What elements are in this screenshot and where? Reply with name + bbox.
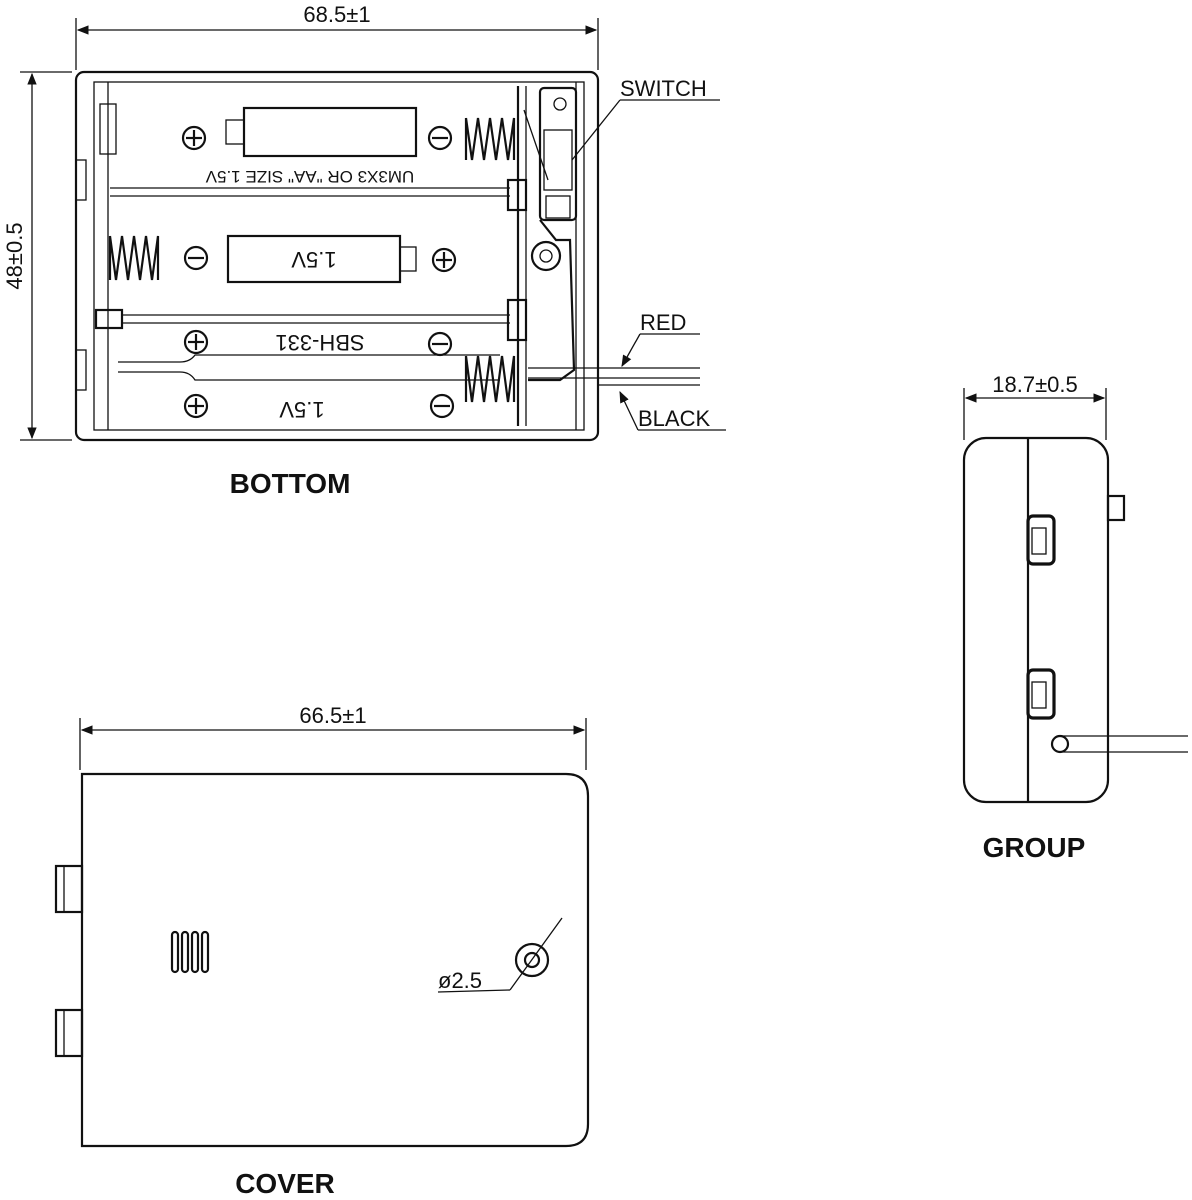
bottom-view: 68.5±1 48±0.5	[2, 2, 726, 499]
cover-view: 66.5±1 ø2.5 COVER	[54, 703, 590, 1199]
minus-symbol	[429, 393, 455, 419]
black-wire-callout: BLACK	[638, 406, 710, 431]
cell-2-text: 1.5V	[291, 247, 337, 272]
cell-1-text: UM3X3 OR "AA" SIZE 1.5V	[205, 167, 414, 186]
cell-4-text: 1.5V	[279, 397, 325, 422]
plus-symbol	[431, 247, 457, 273]
mount-hole	[530, 240, 562, 272]
minus-symbol	[183, 245, 209, 271]
hole-diameter-label: ø2.5	[438, 968, 482, 993]
battery-body	[242, 106, 418, 158]
cell-slot-4: 1.5V	[183, 355, 516, 422]
switch-callout: SWITCH	[620, 76, 707, 101]
group-view-label: GROUP	[983, 832, 1086, 863]
red-wire-callout: RED	[640, 310, 686, 335]
bottom-case-inner	[93, 81, 585, 431]
spring-contact	[464, 117, 516, 161]
cover-hole: ø2.5	[437, 917, 563, 993]
group-wire	[1050, 734, 1188, 754]
bottom-view-label: BOTTOM	[230, 468, 351, 499]
bottom-width-label: 68.5±1	[303, 2, 370, 27]
side-tab	[1026, 668, 1056, 720]
cell-slot-2: 1.5V	[108, 234, 457, 284]
cover-width-label: 66.5±1	[299, 703, 366, 728]
switch: SWITCH	[523, 76, 720, 382]
bottom-width-dimension: 68.5±1	[75, 2, 599, 70]
group-view: 18.7±0.5 GROUP	[962, 372, 1188, 863]
minus-symbol	[427, 331, 453, 357]
side-tab	[1026, 514, 1056, 566]
cell-3-text: SBH-331	[275, 330, 364, 355]
cell-slot-1: UM3X3 OR "AA" SIZE 1.5V	[181, 106, 516, 186]
plus-symbol	[183, 393, 209, 419]
cover-outline	[80, 772, 590, 1148]
spring-contact	[108, 235, 160, 281]
spring-contact	[464, 355, 516, 403]
cell-slot-3: SBH-331	[183, 329, 453, 357]
bottom-height-label: 48±0.5	[2, 222, 27, 289]
cover-tab	[54, 1008, 84, 1058]
vent-slots	[170, 930, 210, 974]
cover-tab	[54, 864, 84, 914]
group-width-label: 18.7±0.5	[992, 372, 1077, 397]
group-case-outline	[962, 436, 1110, 804]
switch-knob	[1106, 494, 1126, 522]
lead-wires: RED BLACK	[528, 310, 726, 431]
bottom-height-dimension: 48±0.5	[2, 71, 72, 441]
minus-symbol	[427, 125, 453, 151]
plus-symbol	[181, 125, 207, 151]
cover-view-label: COVER	[235, 1168, 335, 1199]
plus-symbol	[183, 329, 209, 355]
bottom-case-outline	[74, 70, 600, 442]
